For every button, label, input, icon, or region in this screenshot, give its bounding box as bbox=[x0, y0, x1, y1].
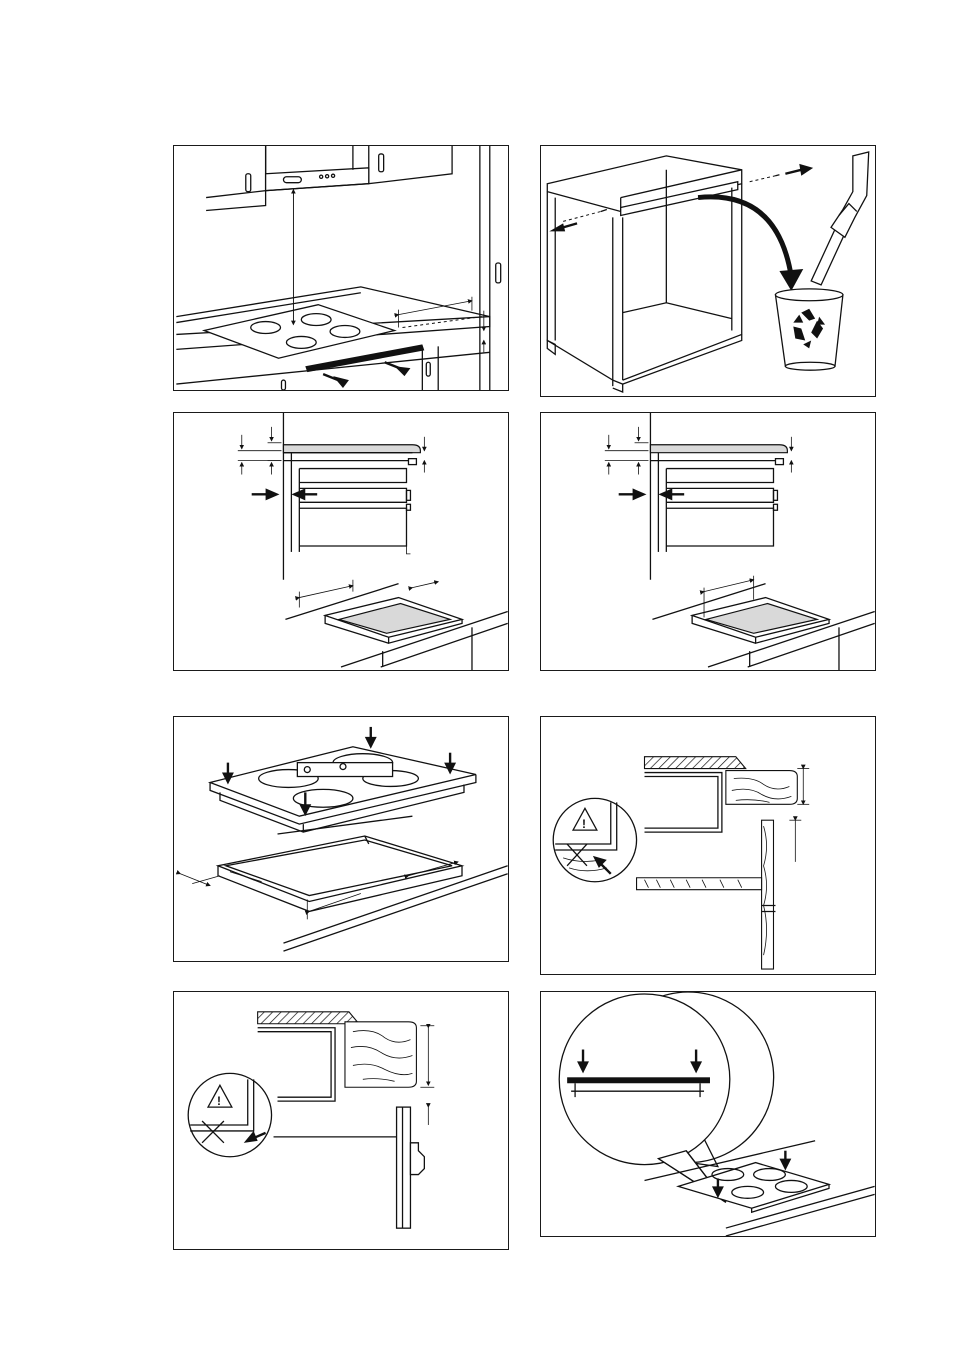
arrow-icon bbox=[291, 488, 305, 500]
seal-frame bbox=[218, 836, 462, 901]
figure-cabinet-crossbar bbox=[540, 145, 876, 397]
arrow-icon bbox=[266, 488, 280, 500]
side-panel-wood bbox=[762, 820, 774, 969]
svg-text:!: ! bbox=[217, 1094, 221, 1108]
figure-cutout-drawer-b bbox=[540, 412, 876, 671]
warning-magnifier bbox=[188, 1073, 271, 1156]
figure-cutout-drawer-a bbox=[173, 412, 509, 671]
knob bbox=[410, 1143, 424, 1175]
hob-edge-section bbox=[258, 1012, 359, 1024]
hand-icon bbox=[831, 152, 869, 237]
left-arrow-icon bbox=[549, 223, 565, 231]
press-arrow-icon bbox=[779, 1159, 791, 1171]
curved-arrow-icon bbox=[779, 269, 803, 291]
right-arrow-icon bbox=[799, 164, 813, 176]
side-panel bbox=[397, 1107, 411, 1228]
warning-magnifier bbox=[553, 798, 636, 881]
figure-hob-seating bbox=[540, 991, 876, 1237]
worktop-section bbox=[650, 445, 787, 453]
svg-text:!: ! bbox=[582, 817, 586, 831]
shelf-wood bbox=[637, 878, 762, 890]
hob-edge-section bbox=[644, 757, 745, 769]
figure-hood-clearance bbox=[173, 145, 509, 391]
figure-worktop-edge-a: ! bbox=[540, 716, 876, 975]
hob-outline bbox=[204, 305, 394, 359]
left-wall-cabinet bbox=[206, 146, 266, 210]
cabinet-handle bbox=[246, 174, 251, 192]
figure-hob-seal bbox=[173, 716, 509, 962]
recycle-bin bbox=[775, 295, 842, 366]
right-wall-cabinet bbox=[369, 146, 452, 184]
figure-worktop-edge-b: ! bbox=[173, 991, 509, 1250]
arrow-icon bbox=[633, 488, 647, 500]
hob-plate-section bbox=[567, 1077, 710, 1083]
arrow-icon bbox=[658, 488, 672, 500]
worktop-section bbox=[283, 445, 420, 453]
